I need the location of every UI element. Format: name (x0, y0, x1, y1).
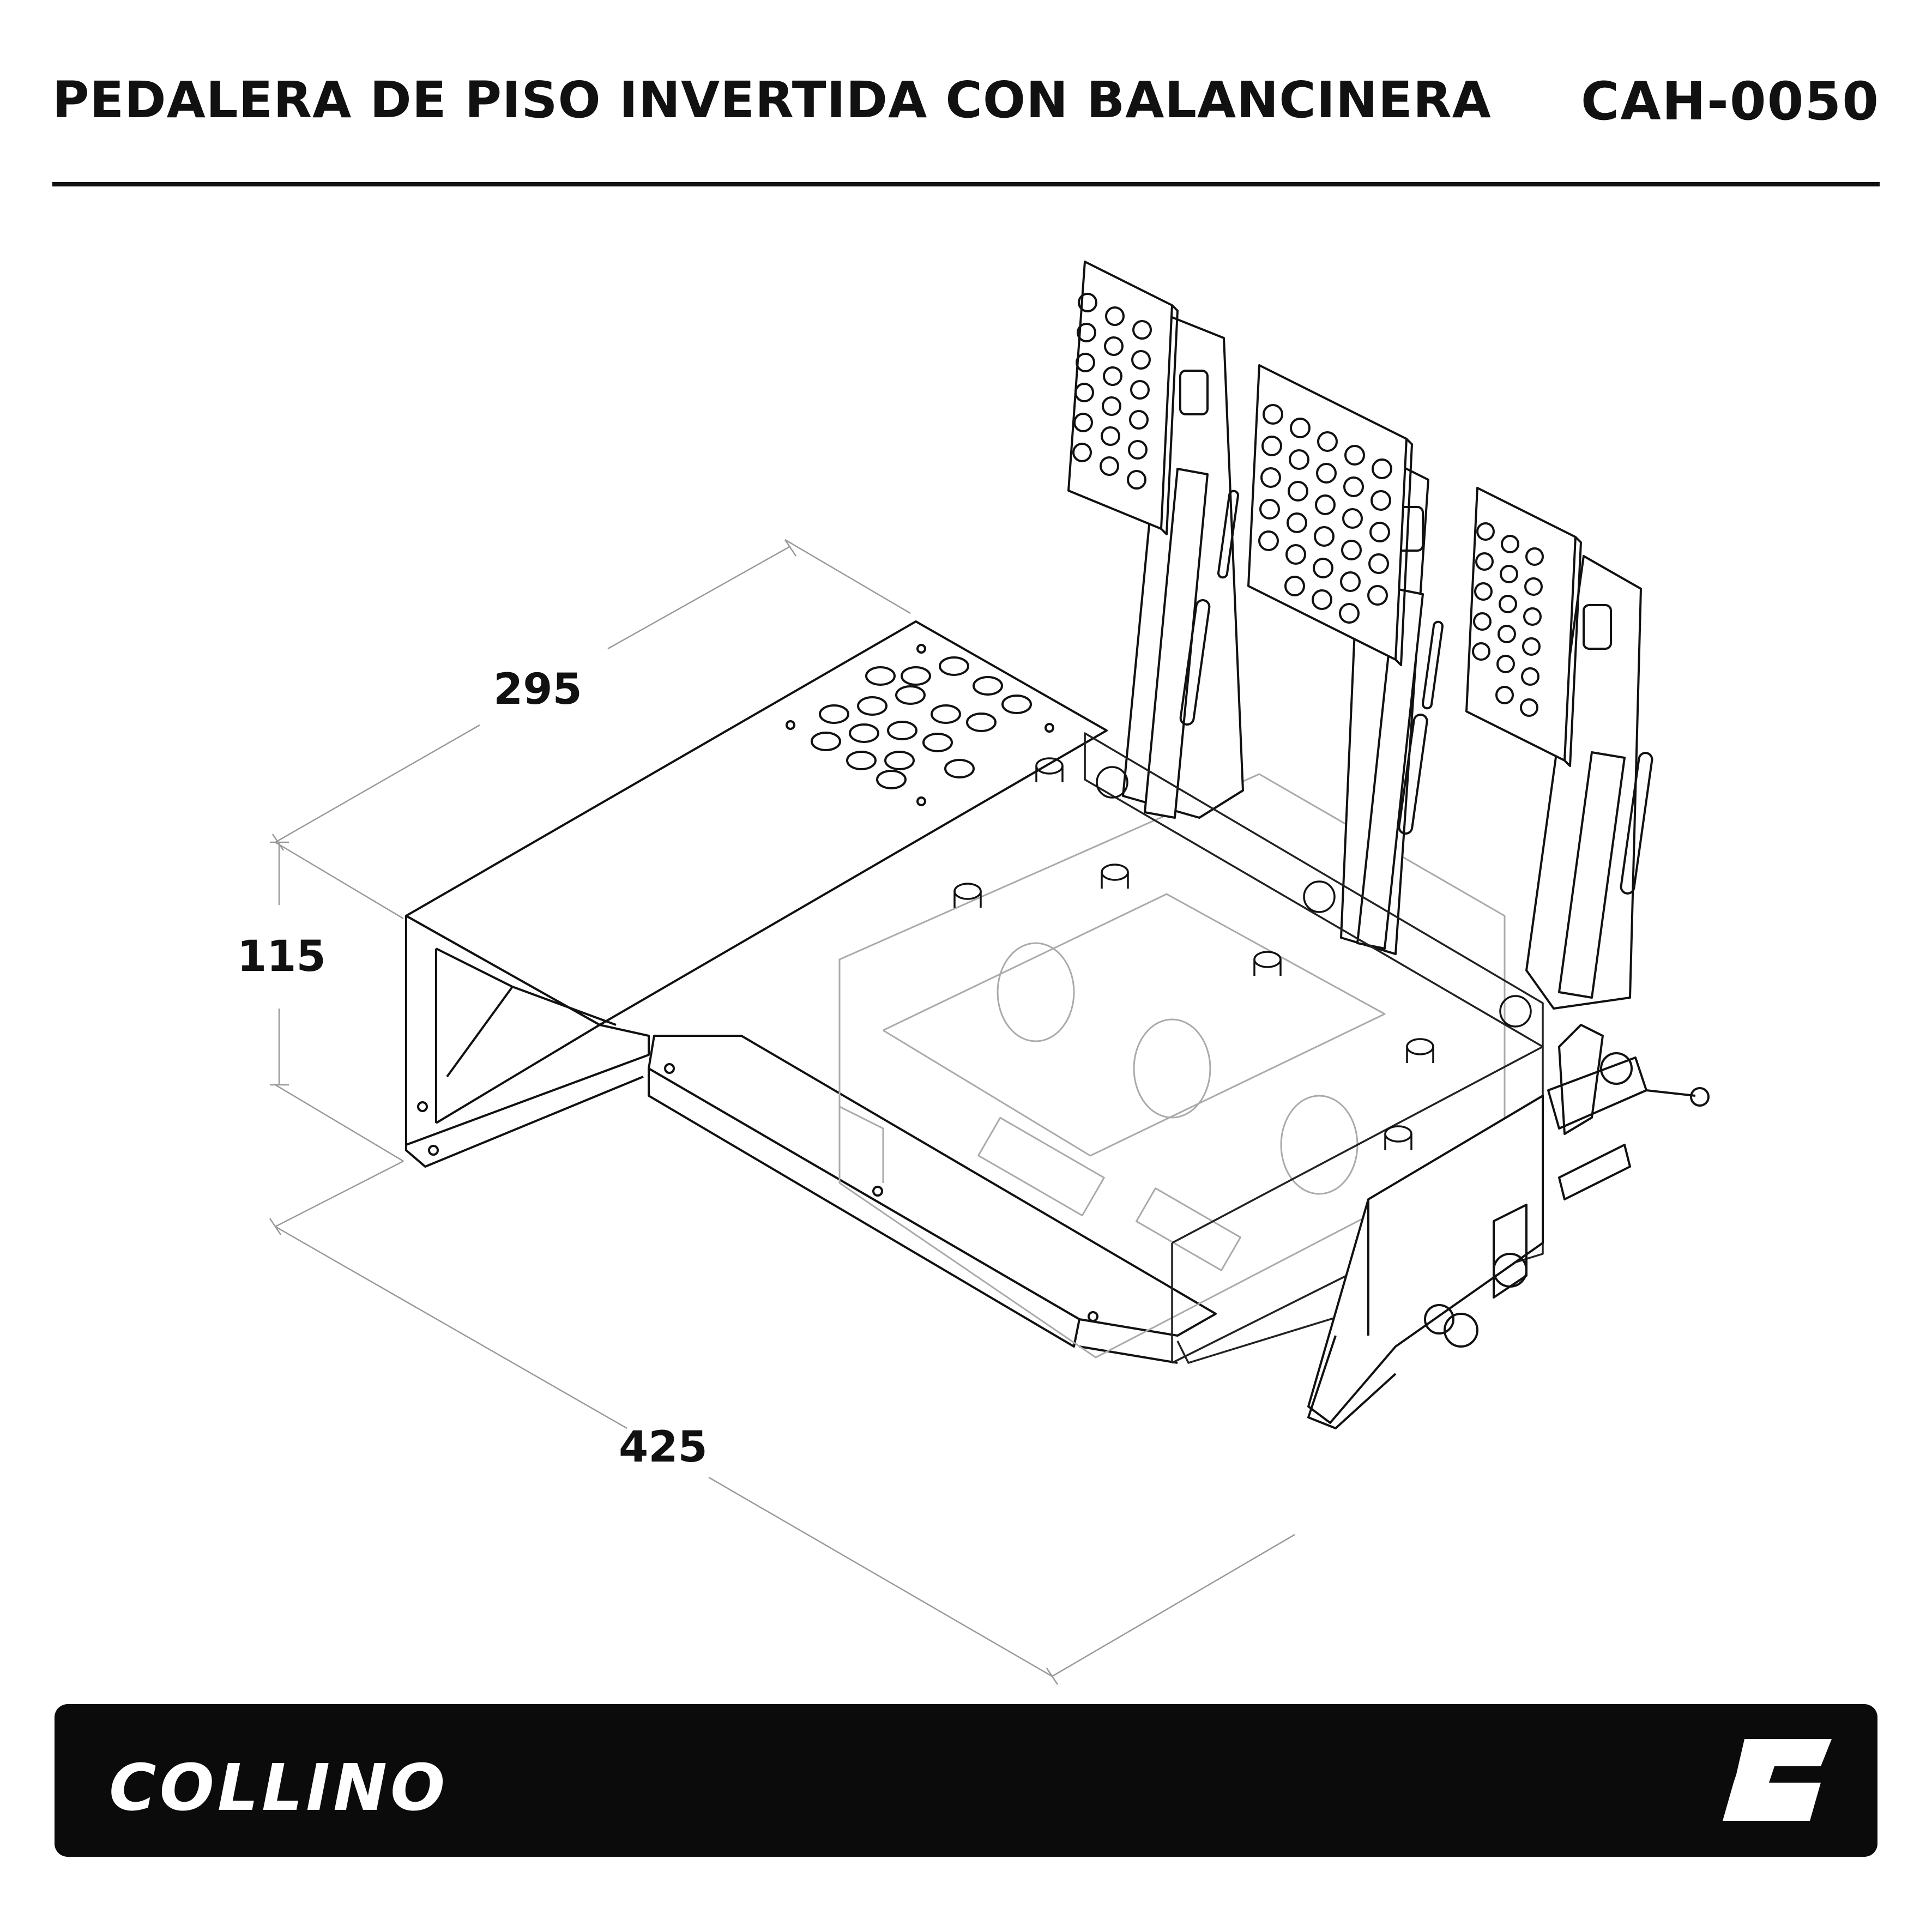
page-title: PEDALERA DE PISO INVERTIDA CON BALANCINE… (52, 71, 1492, 129)
bolts (953, 757, 1532, 1150)
brake-pedal-pad (1247, 364, 1413, 666)
dimension-depth-label: 295 (493, 665, 582, 714)
balance-bar-assembly (1307, 1024, 1710, 1429)
heel-rest-plate (405, 620, 1108, 1168)
collino-wordmark: COLLINO (109, 1750, 448, 1821)
dimension-width-label: 425 (619, 1423, 708, 1472)
product-code: CAH-0050 (1580, 71, 1880, 132)
throttle-pedal-pad (1465, 487, 1582, 767)
pedal-arms (1122, 315, 1653, 1010)
floor-plate (648, 1035, 1217, 1364)
dimension-lines (269, 539, 1295, 1685)
header-divider (52, 182, 1880, 186)
brand-footer (55, 1704, 1877, 1857)
pedal-pads (1067, 261, 1582, 767)
clutch-pedal-pad (1067, 261, 1179, 535)
heel-rest-holes (786, 644, 1054, 806)
collino-c-logo-icon (1723, 1739, 1832, 1821)
brand-name: COLLINO (109, 1750, 448, 1821)
dimension-height-label: 115 (237, 932, 326, 981)
